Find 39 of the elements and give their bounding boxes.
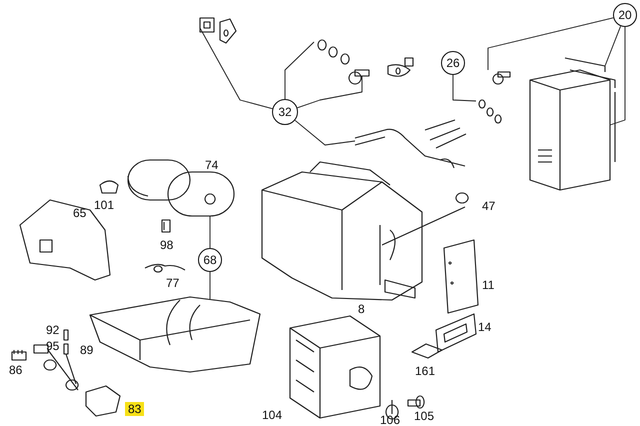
blower-motor-drawing <box>127 159 234 217</box>
callout-number: 105 <box>414 409 434 423</box>
callout-number: 89 <box>80 343 94 357</box>
leader-line <box>488 17 614 70</box>
callout-number: 95 <box>46 339 60 353</box>
heater-core-drawing <box>529 69 611 191</box>
leader-line <box>294 120 356 146</box>
callout-number: 11 <box>482 278 494 292</box>
callout-number: 77 <box>166 276 180 290</box>
callout-number: 65 <box>73 206 86 220</box>
callout-circle: 26 <box>441 51 465 75</box>
callout-number: 83 <box>125 402 144 416</box>
callout-number: 47 <box>482 199 496 213</box>
callout-circle: 32 <box>272 99 298 125</box>
leader-line <box>452 74 476 102</box>
bolt-drawing <box>492 71 511 85</box>
bracket-drawing <box>564 57 616 163</box>
callout-number: 86 <box>9 363 22 377</box>
leader-line <box>604 26 622 66</box>
callout-circle: 68 <box>198 248 222 272</box>
callout-number: 98 <box>160 238 174 252</box>
callout-circle: 20 <box>613 3 637 27</box>
callout-number: 161 <box>415 364 436 378</box>
callout-number: 106 <box>380 413 400 426</box>
washer-set-drawing <box>318 39 350 65</box>
pipe-drawing <box>354 119 467 169</box>
leader-line <box>200 28 273 110</box>
leader-line <box>284 42 314 100</box>
bolt-drawing <box>348 69 370 85</box>
callout-number: 101 <box>94 198 114 212</box>
leader-line <box>610 26 626 126</box>
nut-drawing <box>199 17 215 33</box>
callout-number: 104 <box>262 408 282 422</box>
callout-number: 14 <box>478 320 492 334</box>
leader-line <box>296 76 362 108</box>
washer-set-drawing <box>478 99 502 124</box>
callout-number: 92 <box>46 323 60 337</box>
callout-number: 8 <box>358 302 365 316</box>
callout-number: 74 <box>205 158 218 172</box>
